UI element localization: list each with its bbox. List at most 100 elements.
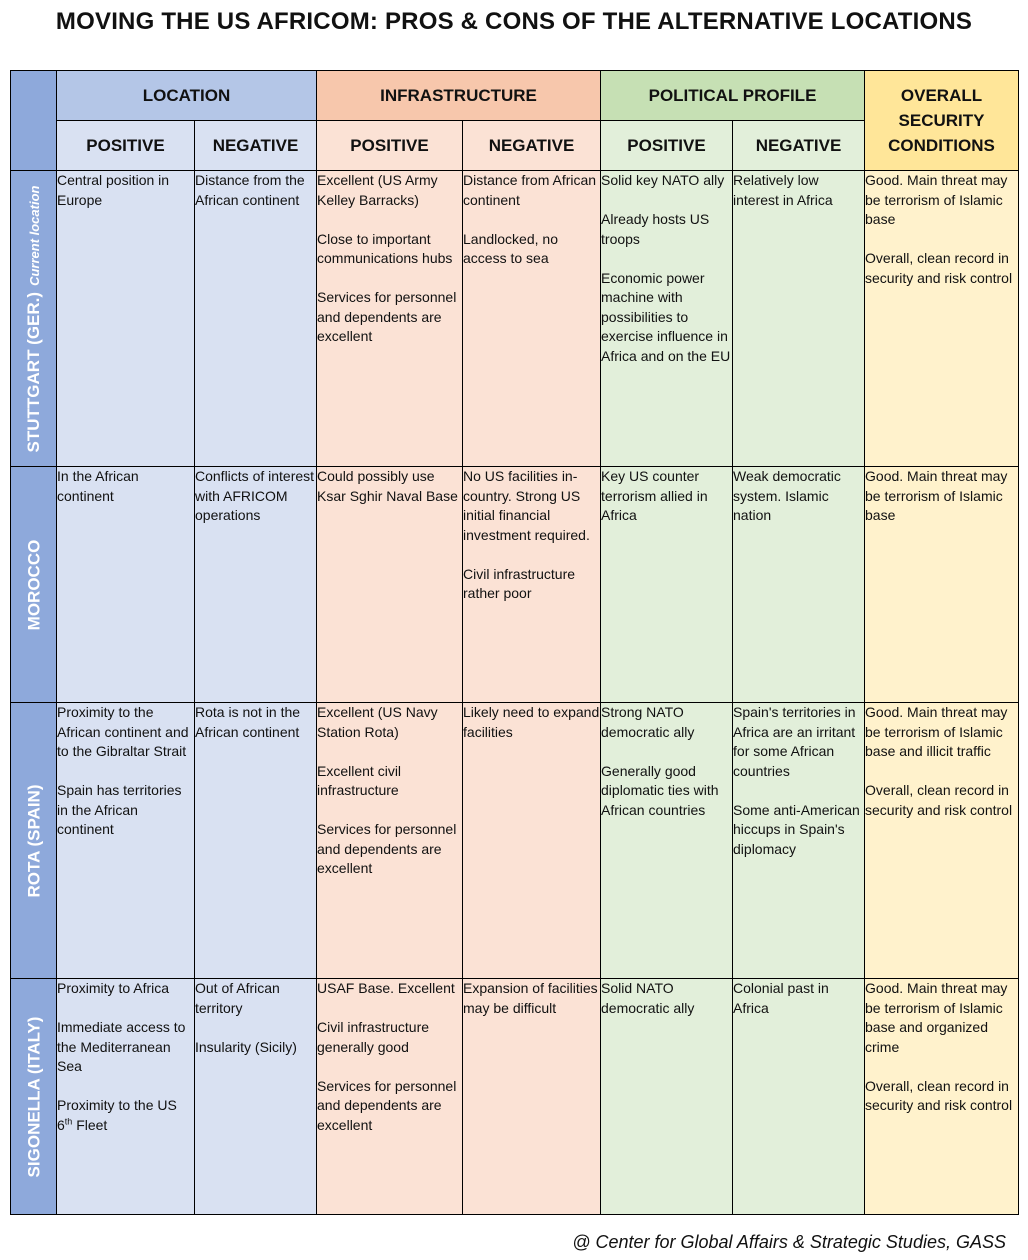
header-political-profile: POLITICAL PROFILE bbox=[600, 70, 866, 121]
cell-text: Good. Main threat may be terrorism of Is… bbox=[865, 704, 1008, 759]
row-label-text: SIGONELLA (ITALY) bbox=[23, 1016, 43, 1177]
cell-text: Excellent (US Navy Station Rota) bbox=[317, 704, 438, 740]
cell-text: Immediate access to the Mediterranean Se… bbox=[57, 1019, 186, 1074]
subheader-negative: NEGATIVE bbox=[732, 120, 866, 171]
cell-political-negative: Spain's territories in Africa are an irr… bbox=[732, 702, 866, 979]
cell-text: Services for personnel and dependents ar… bbox=[317, 289, 457, 344]
cell-text: Distance from the African continent bbox=[195, 172, 305, 208]
cell-political-positive: Solid NATO democratic ally bbox=[600, 978, 734, 1215]
cell-text: Good. Main threat may be terrorism of Is… bbox=[865, 468, 1008, 523]
cell-infrastructure-negative: Distance from African continent Landlock… bbox=[462, 170, 602, 467]
cell-text: Solid NATO democratic ally bbox=[601, 980, 695, 1016]
header-security-line: OVERALL bbox=[900, 86, 983, 105]
cell-text: Landlocked, no access to sea bbox=[463, 230, 558, 267]
subheader-positive: POSITIVE bbox=[600, 120, 734, 171]
cell-text: Services for personnel and dependents ar… bbox=[317, 1077, 457, 1133]
cell-text: Spain's territories in Africa are an irr… bbox=[733, 704, 856, 779]
cell-text: Solid key NATO ally bbox=[601, 172, 725, 188]
cell-text-part: Fleet bbox=[72, 1116, 108, 1133]
row-label-text: MOROCCO bbox=[23, 539, 43, 630]
cell-text: Already hosts US troops bbox=[601, 211, 710, 247]
cell-infrastructure-positive: USAF Base. Excellent Civil infrastructur… bbox=[316, 978, 464, 1215]
subheader-positive: POSITIVE bbox=[56, 120, 195, 171]
cell-text: Out of African territory bbox=[195, 980, 280, 1016]
page-title: MOVING THE US AFRICOM: PROS & CONS OF TH… bbox=[55, 8, 973, 35]
cell-political-positive: Solid key NATO ally Already hosts US tro… bbox=[600, 170, 734, 467]
cell-infrastructure-positive: Excellent (US Navy Station Rota) Excelle… bbox=[316, 702, 464, 979]
table-row: ROTA (SPAIN) Proximity to the African co… bbox=[10, 702, 1020, 979]
cell-location-positive: Proximity to Africa Immediate access to … bbox=[56, 978, 195, 1215]
cell-infrastructure-positive: Could possibly use Ksar Sghir Naval Base bbox=[316, 466, 464, 703]
cell-text: Likely need to expand facilities bbox=[463, 704, 600, 740]
cell-text: Central position in Europe bbox=[57, 172, 170, 208]
cell-text: USAF Base. Excellent bbox=[317, 980, 455, 996]
cell-text: Rota is not in the African continent bbox=[195, 704, 301, 740]
cell-text: Proximity to Africa bbox=[57, 980, 170, 996]
table-row: MOROCCO In the African continent Conflic… bbox=[10, 466, 1020, 703]
header-location: LOCATION bbox=[55, 70, 318, 121]
cell-text: Excellent (US Army Kelley Barracks) bbox=[317, 172, 438, 208]
cell-location-negative: Conflicts of interest with AFRICOM opera… bbox=[193, 466, 318, 703]
cell-text: Proximity to the African continent and t… bbox=[57, 704, 189, 759]
cell-text: Weak democratic system. Islamic nation bbox=[733, 468, 841, 523]
cell-text: Could possibly use Ksar Sghir Naval Base bbox=[317, 468, 458, 504]
cell-text: Good. Main threat may be terrorism of Is… bbox=[865, 172, 1008, 227]
cell-text: Overall, clean record in security and ri… bbox=[865, 250, 1013, 286]
cell-security: Good. Main threat may be terrorism of Is… bbox=[864, 170, 1020, 467]
cell-political-negative: Weak democratic system. Islamic nation bbox=[732, 466, 866, 703]
cell-text: Colonial past in Africa bbox=[733, 980, 829, 1016]
cell-location-positive: Proximity to the African continent and t… bbox=[56, 702, 195, 979]
row-label: STUTTGART (GER.) Current location bbox=[10, 170, 57, 467]
cell-text: Key US counter terrorism allied in Afric… bbox=[601, 468, 708, 523]
cell-text-part: Proximity to the US 6 bbox=[57, 1097, 177, 1133]
row-label-text: ROTA (SPAIN) bbox=[23, 783, 43, 898]
corner-cell bbox=[10, 70, 57, 171]
cell-political-negative: Relatively low interest in Africa bbox=[732, 170, 866, 467]
header-infrastructure: INFRASTRUCTURE bbox=[316, 70, 602, 121]
cell-security: Good. Main threat may be terrorism of Is… bbox=[864, 978, 1020, 1215]
cell-infrastructure-positive: Excellent (US Army Kelley Barracks) Clos… bbox=[316, 170, 464, 467]
row-label-note: Current location bbox=[26, 185, 42, 286]
cell-political-negative: Colonial past in Africa bbox=[732, 978, 866, 1215]
cell-text: Excellent civil infrastructure bbox=[317, 762, 402, 799]
cell-location-negative: Out of African territory Insularity (Sic… bbox=[193, 978, 318, 1215]
footer-credit: @ Center for Global Affairs & Strategic … bbox=[572, 1232, 1006, 1252]
cell-text: Relatively low interest in Africa bbox=[733, 172, 833, 208]
cell-infrastructure-negative: Likely need to expand facilities bbox=[462, 702, 602, 979]
superscript: th bbox=[64, 1115, 73, 1126]
header-security-line: SECURITY bbox=[898, 111, 985, 130]
cell-political-positive: Strong NATO democratic ally Generally go… bbox=[600, 702, 734, 979]
cell-text: Economic power machine with possibilitie… bbox=[601, 269, 731, 364]
cell-text: In the African continent bbox=[57, 468, 139, 504]
cell-location-positive: Central position in Europe bbox=[56, 170, 195, 467]
cell-text: Services for personnel and dependents ar… bbox=[317, 821, 457, 876]
row-label: MOROCCO bbox=[10, 466, 57, 703]
cell-text: Spain has territories in the African con… bbox=[57, 782, 182, 837]
cell-text: Close to important communications hubs bbox=[317, 230, 453, 267]
cell-text: Overall, clean record in security and ri… bbox=[865, 1077, 1013, 1114]
cell-text: Insularity (Sicily) bbox=[195, 1038, 297, 1055]
comparison-table: LOCATION INFRASTRUCTURE POLITICAL PROFIL… bbox=[10, 70, 1020, 1215]
cell-infrastructure-negative: No US facilities in-country. Strong US i… bbox=[462, 466, 602, 703]
cell-text: Civil infrastructure generally good bbox=[317, 1019, 430, 1055]
row-label: ROTA (SPAIN) bbox=[10, 702, 57, 979]
cell-text: Overall, clean record in security and ri… bbox=[865, 782, 1013, 818]
cell-text: Conflicts of interest with AFRICOM opera… bbox=[195, 468, 315, 523]
header-security-line: CONDITIONS bbox=[888, 136, 995, 155]
header-security: OVERALL SECURITY CONDITIONS bbox=[864, 70, 1020, 171]
cell-text: Proximity to the US 6th Fleet bbox=[57, 1096, 194, 1135]
cell-location-negative: Rota is not in the African continent bbox=[193, 702, 318, 979]
cell-text: Distance from African continent bbox=[463, 172, 597, 208]
cell-security: Good. Main threat may be terrorism of Is… bbox=[864, 466, 1020, 703]
cell-text: Strong NATO democratic ally bbox=[601, 704, 695, 740]
cell-security: Good. Main threat may be terrorism of Is… bbox=[864, 702, 1020, 979]
cell-text: Generally good diplomatic ties with Afri… bbox=[601, 762, 719, 818]
cell-text: Civil infrastructure rather poor bbox=[463, 565, 576, 602]
subheader-positive: POSITIVE bbox=[316, 120, 464, 171]
table-row: SIGONELLA (ITALY) Proximity to Africa Im… bbox=[10, 978, 1020, 1215]
row-label: SIGONELLA (ITALY) bbox=[10, 978, 57, 1215]
cell-location-negative: Distance from the African continent bbox=[193, 170, 318, 467]
row-label-text: STUTTGART (GER.) bbox=[23, 291, 43, 452]
subheader-negative: NEGATIVE bbox=[193, 120, 318, 171]
cell-location-positive: In the African continent bbox=[56, 466, 195, 703]
